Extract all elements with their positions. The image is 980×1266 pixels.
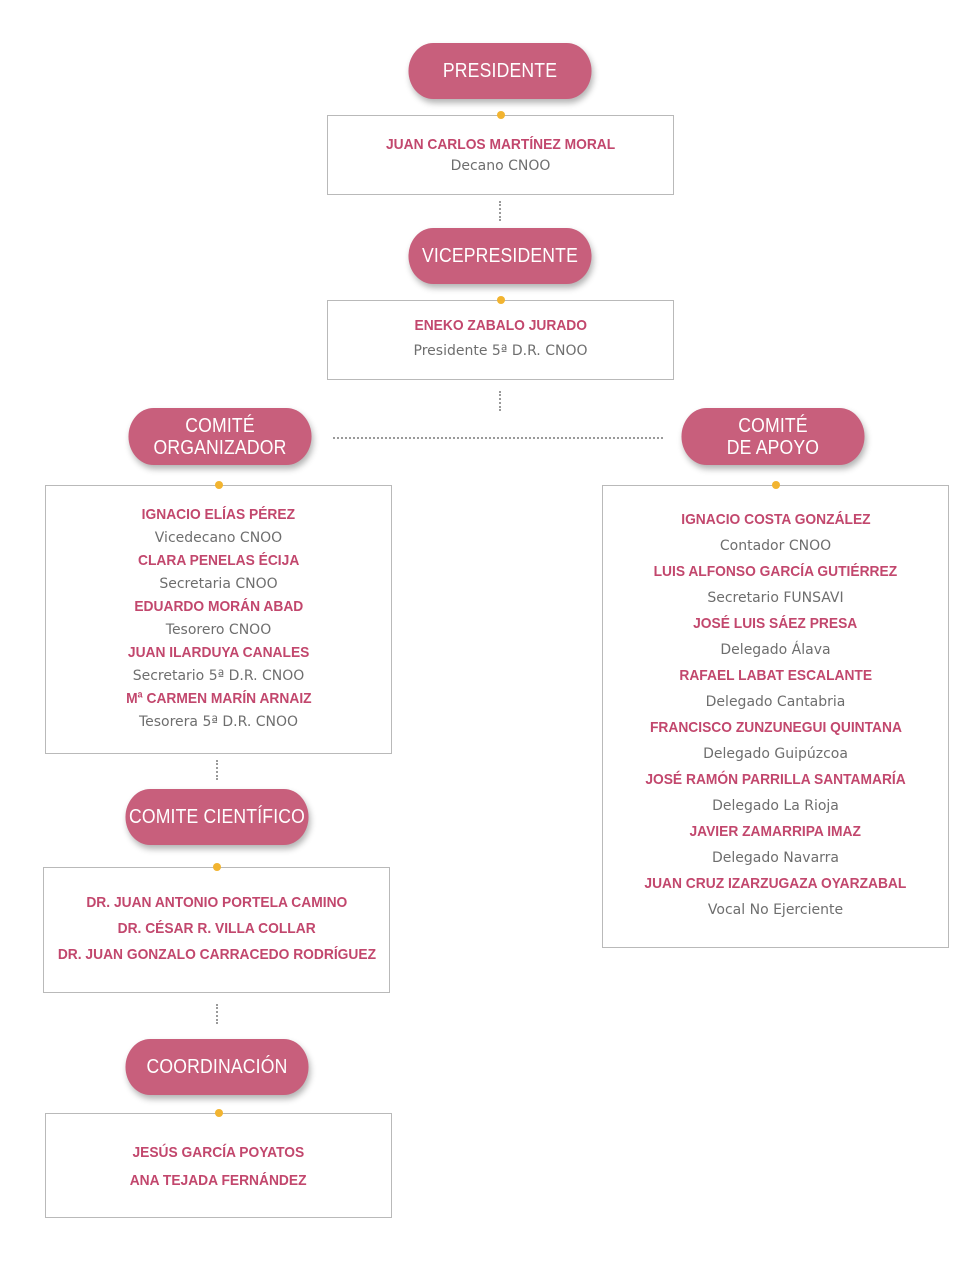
member-name: IGNACIO COSTA GONZÁLEZ xyxy=(680,511,871,528)
member-name: DR. CÉSAR R. VILLA COLLAR xyxy=(117,920,316,937)
member-role: Presidente 5ª D.R. CNOO xyxy=(413,343,588,359)
member-role: Vocal No Ejerciente xyxy=(707,902,844,918)
connector-dot xyxy=(214,481,223,489)
member-name: ANA TEJADA FERNÁNDEZ xyxy=(130,1172,307,1189)
presidente-box: JUAN CARLOS MARTÍNEZ MORAL Decano CNOO xyxy=(327,111,674,195)
connector-dot xyxy=(214,1109,223,1117)
member-role: Delegado Guipúzcoa xyxy=(703,746,848,762)
comite-organizador-header: COMITÉ ORGANIZADOR xyxy=(128,408,312,465)
comite-cientifico-box: DR. JUAN ANTONIO PORTELA CAMINO DR. CÉSA… xyxy=(43,863,390,993)
comite-apoyo-title-line1: COMITÉ xyxy=(738,414,808,437)
connector-line xyxy=(333,437,663,439)
member-name: JESÚS GARCÍA POYATOS xyxy=(132,1144,305,1161)
member-name: CLARA PENELAS ÉCIJA xyxy=(137,552,300,569)
member-role: Vicedecano CNOO xyxy=(154,530,283,546)
member-role: Tesorera 5ª D.R. CNOO xyxy=(138,714,299,730)
member-role: Secretario FUNSAVI xyxy=(707,590,844,606)
connector-dot xyxy=(771,481,780,489)
coordinacion-header: COORDINACIÓN xyxy=(125,1039,309,1095)
member-role: Delegado Navarra xyxy=(711,850,840,866)
member-name: JOSÉ RAMÓN PARRILLA SANTAMARÍA xyxy=(645,771,906,788)
member-name: JUAN ILARDUYA CANALES xyxy=(127,644,310,661)
member-name: DR. JUAN ANTONIO PORTELA CAMINO xyxy=(86,894,347,911)
comite-organizador-title-line1: COMITÉ xyxy=(185,414,255,437)
member-name: FRANCISCO ZUNZUNEGUI QUINTANA xyxy=(649,719,902,736)
member-name: DR. JUAN GONZALO CARRACEDO RODRÍGUEZ xyxy=(57,946,376,963)
member-name: LUIS ALFONSO GARCÍA GUTIÉRREZ xyxy=(653,563,898,580)
connector-dot xyxy=(496,296,505,304)
connector-dot xyxy=(496,111,505,119)
member-name: JUAN CRUZ IZARZUGAZA OYARZABAL xyxy=(644,875,907,892)
vicepresidente-header: VICEPRESIDENTE xyxy=(408,228,592,284)
vicepresidente-box: ENEKO ZABALO JURADO Presidente 5ª D.R. C… xyxy=(327,296,674,380)
coordinacion-title: COORDINACIÓN xyxy=(146,1056,288,1078)
comite-organizador-title-line2: ORGANIZADOR xyxy=(153,436,287,459)
connector-dot xyxy=(212,863,221,871)
member-name: JAVIER ZAMARRIPA IMAZ xyxy=(689,823,862,840)
presidente-title: PRESIDENTE xyxy=(442,60,558,82)
comite-apoyo-header: COMITÉ DE APOYO xyxy=(681,408,865,465)
comite-apoyo-title-line2: DE APOYO xyxy=(726,436,820,459)
member-role: Contador CNOO xyxy=(719,538,832,554)
member-role: Delegado Álava xyxy=(720,642,831,658)
comite-cientifico-header: COMITE CIENTÍFICO xyxy=(125,789,309,845)
coordinacion-box: JESÚS GARCÍA POYATOS ANA TEJADA FERNÁNDE… xyxy=(45,1109,392,1218)
comite-cientifico-title: COMITE CIENTÍFICO xyxy=(128,806,306,828)
connector-line xyxy=(499,201,501,221)
member-role: Decano CNOO xyxy=(450,158,551,174)
member-name: RAFAEL LABAT ESCALANTE xyxy=(679,667,872,684)
connector-line xyxy=(499,391,501,411)
connector-line xyxy=(216,1004,218,1024)
comite-organizador-box: IGNACIO ELÍAS PÉREZ Vicedecano CNOO CLAR… xyxy=(45,481,392,754)
member-name: EDUARDO MORÁN ABAD xyxy=(134,598,303,615)
member-role: Secretaria CNOO xyxy=(159,576,278,592)
member-role: Tesorero CNOO xyxy=(165,622,272,638)
presidente-header: PRESIDENTE xyxy=(408,43,592,99)
member-role: Delegado Cantabria xyxy=(705,694,846,710)
member-role: Delegado La Rioja xyxy=(712,798,839,814)
comite-apoyo-box: IGNACIO COSTA GONZÁLEZ Contador CNOO LUI… xyxy=(602,481,949,948)
member-role: Secretario 5ª D.R. CNOO xyxy=(132,668,305,684)
member-name: Mª CARMEN MARÍN ARNAIZ xyxy=(125,690,312,707)
vicepresidente-title: VICEPRESIDENTE xyxy=(421,245,579,267)
member-name: IGNACIO ELÍAS PÉREZ xyxy=(141,506,296,523)
member-name: ENEKO ZABALO JURADO xyxy=(414,317,587,334)
member-name: JUAN CARLOS MARTÍNEZ MORAL xyxy=(385,136,616,153)
connector-line xyxy=(216,760,218,780)
member-name: JOSÉ LUIS SÁEZ PRESA xyxy=(693,615,858,632)
